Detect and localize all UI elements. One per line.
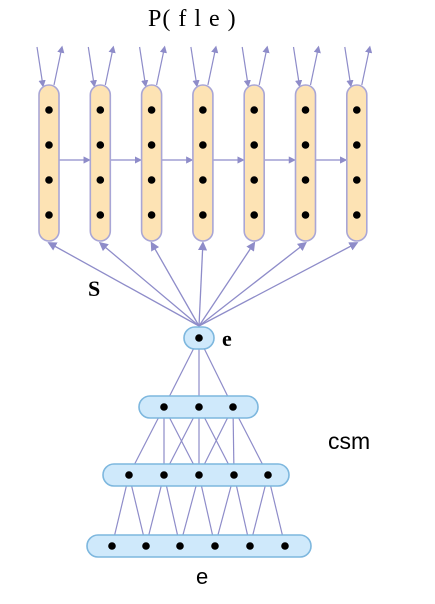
output-arrow-column-2 [104,45,116,86]
label-e-input: e [196,564,209,589]
csm-edge-b-m-4-1 [214,474,235,547]
rnn-unit-c1-u1 [45,106,53,114]
csm-edge-b-m-2-2 [163,474,181,547]
input-arrow-column-4 [190,46,200,88]
arrow-e-to-column-1 [47,242,200,327]
csm-unit-bottom-4 [211,542,219,550]
csm-unit-top-2 [195,403,203,411]
csm-unit-bottom-1 [108,542,116,550]
output-arrow-column-1 [53,45,65,86]
rnn-unit-c3-u3 [147,176,156,184]
csm-unit-middle-2 [160,471,168,479]
input-arrow-column-3 [139,46,149,88]
input-arrow-column-5 [241,46,251,88]
label-s: S [88,276,101,301]
rnn-unit-c4-u4 [199,211,207,219]
csm-edge-b-m-1-2 [128,474,147,547]
rnn-unit-c1-u4 [45,211,53,219]
rnn-unit-c6-u1 [301,106,310,114]
rnn-unit-c6-u3 [301,176,310,184]
diagram-title: P( f l e ) [148,6,237,32]
rnn-column-1 [38,84,60,242]
csm-unit-top-1 [160,403,168,411]
rnn-unit-c1-u3 [45,176,53,184]
arrow-e-to-column-4 [198,241,208,327]
rnn-unit-c6-u2 [301,141,310,149]
arrow-e-to-column-2 [98,241,200,327]
arrow-e-to-column-6 [198,241,307,327]
csm-unit-middle-4 [230,471,238,479]
rnn-unit-c4-u3 [199,176,207,184]
csm-unit-middle-1 [125,471,133,479]
rnn-unit-c6-u4 [301,211,310,219]
output-arrow-column-7 [361,45,373,86]
csm-unit-middle-3 [195,471,203,479]
csm-unit-bottom-5 [246,542,254,550]
rnn-unit-c5-u4 [250,211,258,219]
rnn-unit-c3-u1 [147,106,156,114]
csm-connections [111,337,286,547]
rnn-unit-c2-u3 [96,176,105,184]
label-csm: csm [328,428,371,454]
csm-unit-bottom-3 [176,542,184,550]
label-e-bottleneck: e [222,326,232,351]
rnn-unit-c4-u2 [199,141,207,149]
input-arrow-column-6 [292,46,303,88]
csm-edge-b-m-2-1 [145,474,165,547]
output-arrow-column-4 [207,45,219,86]
csm-unit-middle-5 [264,471,272,479]
csm-edge-b-m-3-1 [179,474,200,547]
rnn-unit-c2-u1 [96,106,105,114]
rnn-unit-c7-u2 [353,141,361,149]
csm-edge-b-m-5-2 [267,474,286,547]
rnn-unit-c3-u2 [147,141,156,149]
rnn-column-2 [89,84,112,242]
rnn-unit-c7-u1 [353,106,361,114]
csm-edge-b-m-3-2 [198,474,216,547]
csm-edge-b-m-5-1 [249,474,269,547]
unit-boxes [38,84,368,558]
csm-unit-bottom-2 [142,542,150,550]
rnn-connections [36,45,373,327]
csm-layer-bottom [86,534,312,558]
rnn-unit-c3-u4 [147,211,156,219]
rnn-unit-c5-u2 [250,141,258,149]
rnn-column-4 [192,84,214,242]
rnn-unit-c7-u3 [353,176,361,184]
arrow-e-to-column-7 [198,242,359,327]
csm-unit-top-3 [229,403,237,411]
rnn-unit-c2-u2 [96,141,105,149]
output-arrow-column-5 [258,45,270,86]
rnn-column-5 [243,84,265,242]
input-arrow-column-1 [36,46,46,88]
rnn-column-3 [140,84,163,242]
arrow-e-to-column-3 [150,241,200,327]
input-arrow-column-2 [87,46,97,88]
rnn-unit-c2-u4 [96,211,105,219]
arrow-e-to-column-5 [198,241,256,327]
bottleneck-e-unit [195,334,203,342]
unit-nodes [45,106,361,550]
csm-unit-bottom-6 [281,542,289,550]
rnn-unit-c1-u2 [45,141,53,149]
rnn-unit-c5-u1 [250,106,258,114]
csm-edge-b-m-4-2 [233,474,251,547]
rnn-unit-c5-u3 [250,176,258,184]
rnn-column-6 [294,84,317,242]
input-arrow-column-7 [344,46,354,88]
output-arrow-column-3 [156,45,167,86]
rnn-unit-c7-u4 [353,211,361,219]
output-arrow-column-6 [309,45,321,86]
rnn-unit-c4-u1 [199,106,207,114]
rnn-column-7 [345,84,368,242]
csm-edge-b-m-1-1 [111,474,130,547]
